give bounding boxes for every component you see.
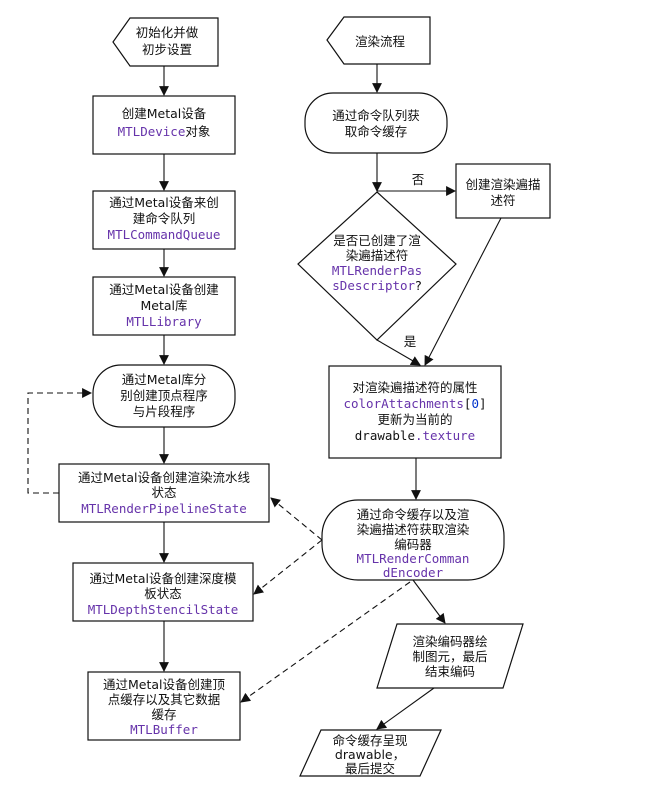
create-queue-label-1: 通过Metal设备来创 xyxy=(109,195,219,210)
decision-question-mark: ? xyxy=(415,278,422,293)
process-create-depth: 通过Metal设备创建深度模 板状态 MTLDepthStencilState xyxy=(72,562,254,622)
present-label-3: 最后提交 xyxy=(345,761,395,776)
create-functions-label-2: 别创建顶点程序 xyxy=(120,388,208,403)
edge-encoder-draw xyxy=(412,579,446,624)
decision-code-1: MTLRenderPas xyxy=(332,263,422,278)
edge-encoder-buffer-dashed xyxy=(240,581,411,703)
create-library-label-1: 通过Metal设备创建 xyxy=(109,282,219,297)
edge-pipeline-functions-dashed xyxy=(27,388,92,494)
get-encoder-code-2: dEncoder xyxy=(383,565,444,580)
create-buffer-code: MTLBuffer xyxy=(130,722,198,737)
update-attach-code-a: colorAttachments xyxy=(343,396,463,411)
io-draw: 渲染编码器绘 制图元，最后 结束编码 xyxy=(376,623,524,689)
create-device-label: 创建Metal设备 xyxy=(122,106,207,121)
create-device-suffix: 对象 xyxy=(185,124,210,139)
process-create-queue: 通过Metal设备来创 建命令队列 MTLCommandQueue xyxy=(92,190,236,250)
create-library-label-2: Metal库 xyxy=(140,298,187,313)
create-device-code: MTLDevice xyxy=(118,124,186,139)
create-library-code: MTLLibrary xyxy=(126,314,202,329)
start-node-init: 初始化并做 初步设置 xyxy=(112,17,219,67)
rounded-get-encoder: 通过命令缓存以及渲 染遍描述符获取渲染 编码器 MTLRenderComman … xyxy=(321,499,505,581)
edge-label-yes: 是 xyxy=(404,334,417,349)
update-attach-label-1: 对渲染遍描述符的属性 xyxy=(352,380,477,395)
update-attach-code-b: [ xyxy=(464,396,472,411)
process-create-buffer: 通过Metal设备创建顶 点缓存以及其它数据 缓存 MTLBuffer xyxy=(87,671,241,741)
init-label-2: 初步设置 xyxy=(142,42,192,57)
decision-code-line-2: sDescriptor? xyxy=(332,278,421,293)
present-label-2: drawable， xyxy=(335,747,405,762)
create-functions-label-3: 与片段程序 xyxy=(133,404,196,419)
create-pipeline-label-1: 通过Metal设备创建渲染流水线 xyxy=(78,470,251,485)
start-node-render: 渲染流程 xyxy=(326,16,431,65)
create-buffer-label-3: 缓存 xyxy=(151,707,176,722)
decision-code-2: sDescriptor xyxy=(332,278,415,293)
update-attach-code-f: .texture xyxy=(415,428,475,443)
process-create-rpd: 创建渲染遍描 述符 xyxy=(455,163,551,219)
io-present: 命令缓存呈现 drawable， 最后提交 xyxy=(299,729,442,777)
get-cmd-buffer-label-2: 取命令缓存 xyxy=(345,124,408,139)
create-pipeline-label-2: 状态 xyxy=(151,485,176,500)
decision-label-1: 是否已创建了渲 xyxy=(333,233,421,248)
create-pipeline-code: MTLRenderPipelineState xyxy=(81,501,247,516)
edge-encoder-pipeline-dashed xyxy=(270,497,323,541)
create-rpd-label-2: 述符 xyxy=(490,193,515,208)
create-depth-label-1: 通过Metal设备创建深度模 xyxy=(89,571,237,586)
process-update-attachments: 对渲染遍描述符的属性 colorAttachments[0] 更新为当前的 dr… xyxy=(328,365,502,459)
create-functions-label-1: 通过Metal库分 xyxy=(122,372,207,387)
decision-label-2: 染遍描述符 xyxy=(346,248,409,263)
edge-decision-yes xyxy=(376,339,421,366)
get-encoder-label-2: 染遍描述符获取渲染 xyxy=(357,522,470,537)
update-attach-code-d: ] xyxy=(479,396,487,411)
update-attach-code-c: 0 xyxy=(471,396,479,411)
edge-rpd-update xyxy=(424,217,502,366)
process-create-device: 创建Metal设备 MTLDevice对象 xyxy=(92,95,236,155)
create-queue-code: MTLCommandQueue xyxy=(108,227,221,242)
update-attach-code-e: drawable xyxy=(355,428,415,443)
create-queue-label-2: 建命令队列 xyxy=(133,211,196,226)
get-encoder-label-1: 通过命令缓存以及渲 xyxy=(357,507,470,522)
draw-label-3: 结束编码 xyxy=(425,664,475,679)
update-attach-drawable-line: drawable.texture xyxy=(355,428,475,443)
get-encoder-label-3: 编码器 xyxy=(394,537,432,552)
update-attach-label-3: 更新为当前的 xyxy=(377,412,452,427)
decision-rpd-exists: 是否已创建了渲 染遍描述符 MTLRenderPas sDescriptor? xyxy=(297,191,457,341)
rounded-get-cmd-buffer: 通过命令队列获 取命令缓存 xyxy=(304,92,448,154)
create-buffer-label-2: 点缓存以及其它数据 xyxy=(108,692,221,707)
get-encoder-code-1: MTLRenderComman xyxy=(357,551,470,566)
update-attach-code-line: colorAttachments[0] xyxy=(343,396,486,411)
create-rpd-label-1: 创建渲染遍描 xyxy=(465,177,540,192)
present-label-1: 命令缓存呈现 xyxy=(332,733,407,748)
process-create-pipeline: 通过Metal设备创建渲染流水线 状态 MTLRenderPipelineSta… xyxy=(58,463,270,523)
draw-label-2: 制图元，最后 xyxy=(412,649,487,664)
create-depth-label-2: 板状态 xyxy=(144,586,182,601)
edge-encoder-depth-dashed xyxy=(253,539,323,595)
init-label-1: 初始化并做 xyxy=(136,25,199,40)
create-buffer-label-1: 通过Metal设备创建顶 xyxy=(103,677,226,692)
process-create-library: 通过Metal设备创建 Metal库 MTLLibrary xyxy=(92,276,236,336)
render-label: 渲染流程 xyxy=(355,34,406,49)
create-depth-code: MTLDepthStencilState xyxy=(88,602,239,617)
edge-draw-present xyxy=(376,687,435,730)
create-device-code-line: MTLDevice对象 xyxy=(118,124,211,139)
draw-label-1: 渲染编码器绘 xyxy=(412,634,487,649)
get-cmd-buffer-label-1: 通过命令队列获 xyxy=(332,108,420,123)
rounded-create-functions: 通过Metal库分 别创建顶点程序 与片段程序 xyxy=(92,364,236,428)
edge-label-no: 否 xyxy=(412,172,425,187)
